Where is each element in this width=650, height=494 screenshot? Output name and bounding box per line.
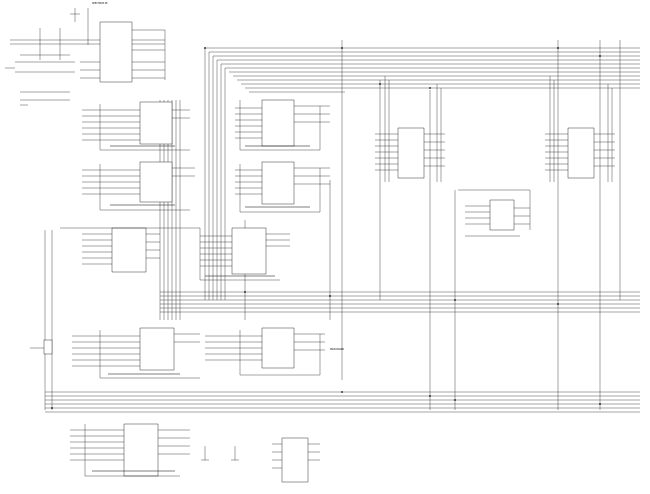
chip-u4 [235,161,330,213]
bottom-bus [45,391,640,413]
title-block: MAIN BOARD [330,348,345,351]
vertical-bus [44,40,621,410]
chip-u8 [60,227,200,273]
chip-u6 [545,76,615,182]
chip-u1 [82,101,190,151]
clock-chip [99,21,133,83]
junction-dot-icon [51,47,601,409]
chip-u2 [235,99,330,151]
power-section [5,8,166,106]
middle-bus [160,291,640,313]
chip-u10 [72,327,200,379]
chip-u11 [205,327,325,376]
chip-u12 [70,423,190,477]
top-bus [205,47,640,93]
sheet-header: SPECTRUM 48 [92,2,108,5]
chip-u5 [375,76,445,182]
chip-u7 [458,189,531,237]
chip-u13 [272,437,320,483]
chip-u9 [199,227,290,281]
connector-j1 [30,339,53,355]
ground-symbol-icon [201,446,239,461]
chip-u3 [82,161,195,211]
